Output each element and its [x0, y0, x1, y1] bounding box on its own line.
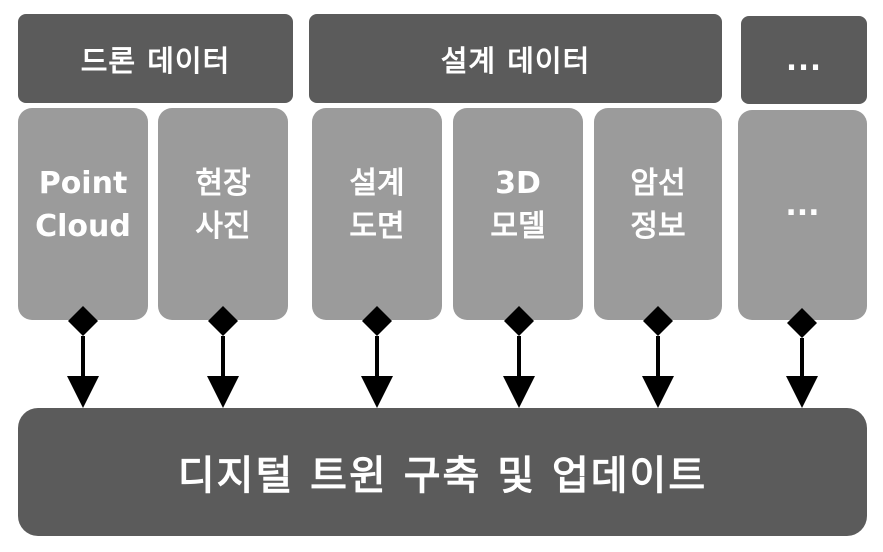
header-drone-data-label: 드론 데이터 [80, 43, 231, 78]
item-point-cloud-label: Point Cloud [35, 165, 131, 245]
item-design-drawing-label: 설계 도면 [349, 165, 405, 245]
diamond-marker-icon [787, 308, 817, 338]
arrow-down-icon [642, 376, 674, 408]
arrow-down-icon [786, 376, 818, 408]
connector-3d-model [503, 306, 535, 408]
arrow-down-icon [361, 376, 393, 408]
item-site-photo-label: 현장 사진 [195, 165, 251, 245]
arrow-down-icon [67, 376, 99, 408]
connector-rock-line-info [642, 306, 674, 408]
connector-design-drawing [361, 306, 393, 408]
diamond-marker-icon [68, 306, 98, 336]
digital-twin-box: 디지털 트윈 구축 및 업데이트 [18, 408, 867, 536]
item-rock-line-info: 암선 정보 [594, 108, 722, 320]
item-3d-model: 3D 모델 [453, 108, 583, 320]
header-other-label: ... [785, 43, 823, 77]
header-design-data-label: 설계 데이터 [440, 43, 591, 78]
item-point-cloud: Point Cloud [18, 108, 148, 320]
connector-point-cloud [67, 306, 99, 408]
item-other: ... [738, 110, 867, 320]
item-design-drawing: 설계 도면 [312, 108, 442, 320]
diamond-marker-icon [643, 306, 673, 336]
item-site-photo: 현장 사진 [158, 108, 288, 320]
connector-other [786, 308, 818, 408]
item-rock-line-info-label: 암선 정보 [630, 165, 686, 245]
arrow-down-icon [207, 376, 239, 408]
digital-twin-label: 디지털 트윈 구축 및 업데이트 [177, 453, 708, 499]
diamond-marker-icon [362, 306, 392, 336]
header-design-data: 설계 데이터 [309, 14, 722, 103]
item-3d-model-label: 3D 모델 [490, 165, 546, 245]
item-other-label: ... [785, 188, 820, 224]
arrow-down-icon [503, 376, 535, 408]
diamond-marker-icon [208, 306, 238, 336]
connector-site-photo [207, 306, 239, 408]
diamond-marker-icon [504, 306, 534, 336]
header-other: ... [741, 16, 867, 104]
header-drone-data: 드론 데이터 [18, 14, 293, 103]
